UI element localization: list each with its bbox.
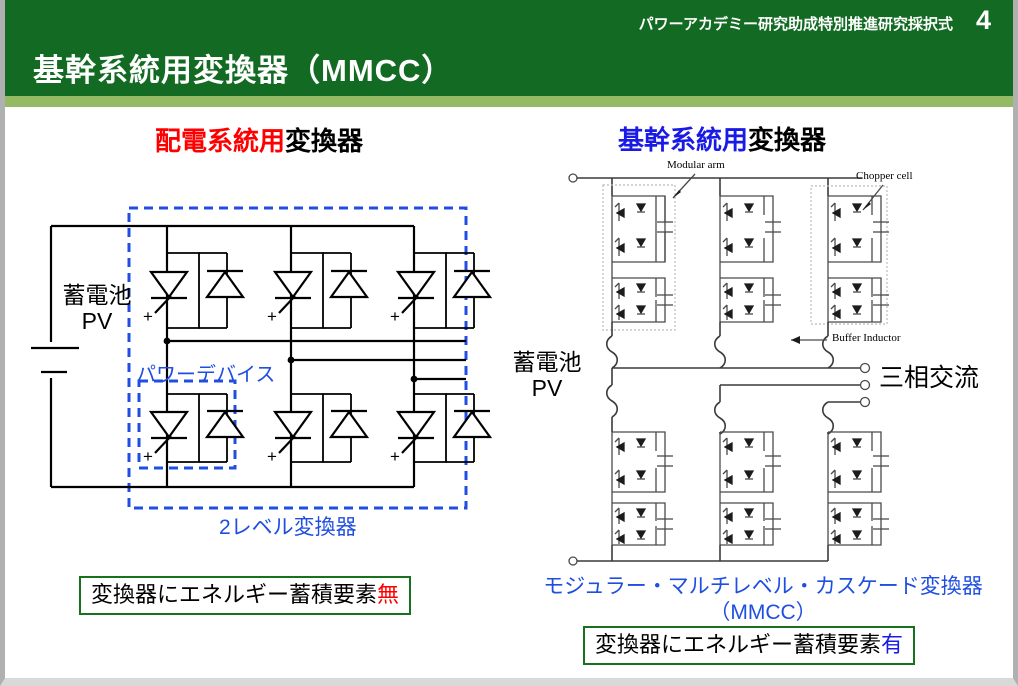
svg-text:+: + <box>390 307 400 326</box>
mmcc-dc-top-rail <box>568 173 862 196</box>
modular-arm-lower-a <box>611 431 673 546</box>
left-panel-heading: 配電系統用変換器 <box>155 121 363 158</box>
modular-arm-upper-b <box>719 195 781 336</box>
switch-cell-upper-phase-b: + <box>267 252 370 329</box>
chopper-cell <box>719 492 781 546</box>
svg-text:+: + <box>143 307 153 326</box>
left-source-label-line1: 蓄電池 <box>62 282 132 308</box>
switch-cell-lower-phase-a: + <box>143 393 246 466</box>
svg-text:+: + <box>267 447 277 466</box>
buffer-inductor-lower-a <box>605 384 619 432</box>
svg-text:+: + <box>267 307 277 326</box>
dc-rails <box>165 224 416 489</box>
header-band <box>5 0 1013 96</box>
page-number: 4 <box>975 5 991 35</box>
chopper-cell <box>719 431 781 493</box>
ac-output-taps <box>611 362 871 408</box>
left-heading-rest: 変換器 <box>285 126 364 156</box>
left-circuit-diagram: + + + <box>31 206 493 510</box>
switch-cell-upper-phase-c: + <box>390 252 493 329</box>
buffer-inductor-upper-b <box>713 335 727 369</box>
ac-output-lines <box>163 337 466 383</box>
svg-text:+: + <box>390 447 400 466</box>
chopper-cell <box>719 262 781 323</box>
chopper-cell-outline <box>810 185 888 325</box>
svg-text:+: + <box>143 447 153 466</box>
callout-leader-modular-arm <box>672 173 696 199</box>
dc-source-loop <box>31 224 167 489</box>
arm-outline-upper-a <box>602 184 676 331</box>
buffer-inductor-upper-a <box>605 335 619 369</box>
right-circuit-diagram <box>568 173 889 566</box>
mmcc-caption-line1: モジュラー・マルチレベル・カスケード変換器 <box>543 575 983 598</box>
left-source-label-line2: PV <box>81 307 113 334</box>
buffer-inductor-lower-b <box>713 401 727 435</box>
left-conclusion-text: 変換器にエネルギー蓄積要素 <box>91 582 378 607</box>
right-conclusion-text: 変換器にエネルギー蓄積要素 <box>595 632 882 657</box>
chopper-cell <box>611 492 673 546</box>
chopper-cell-label: Chopper cell <box>856 170 913 182</box>
three-phase-ac-label: 三相交流 <box>879 364 980 392</box>
mmcc-caption-line2: （MMCC） <box>709 601 817 624</box>
right-panel-heading: 基幹系統用変換器 <box>618 120 826 157</box>
modular-arm-lower-b <box>719 431 781 546</box>
left-heading-highlight: 配電系統用 <box>155 126 286 156</box>
left-conclusion-emphasis: 無 <box>377 582 400 607</box>
mmcc-dc-bottom-rail <box>568 545 829 566</box>
chopper-cell <box>611 195 673 263</box>
right-source-label-line2: PV <box>531 374 563 401</box>
power-device-annotation: パワーデバイス <box>136 364 276 386</box>
chopper-cell <box>611 431 673 493</box>
header-meta-text: パワーアカデミー研究助成特別推進研究採択式 <box>638 16 953 33</box>
right-conclusion-emphasis: 有 <box>881 632 904 657</box>
modular-arm-upper-a <box>602 184 676 336</box>
page-title: 基幹系統用変換器（MMCC） <box>33 53 454 88</box>
chopper-cell <box>827 195 889 263</box>
right-heading-highlight: 基幹系統用 <box>618 125 749 155</box>
callout-leader-chopper-cell <box>862 184 884 211</box>
chopper-cell <box>611 262 673 323</box>
right-source-label: 蓄電池 PV <box>502 349 592 402</box>
right-conclusion-box: 変換器にエネルギー蓄積要素有 <box>583 626 916 666</box>
buffer-inductor-lower-c <box>821 401 835 435</box>
switch-cell-upper-phase-a: + <box>143 252 246 329</box>
switch-cell-lower-phase-b: + <box>267 393 370 466</box>
left-conclusion-box: 変換器にエネルギー蓄積要素無 <box>79 576 412 616</box>
modular-arm-upper-c <box>810 185 889 336</box>
chopper-cell <box>827 262 889 323</box>
modular-arm-lower-c <box>827 431 889 546</box>
right-source-label-line1: 蓄電池 <box>512 349 582 375</box>
callout-leader-buffer-inductor <box>791 336 827 344</box>
switch-cell-lower-phase-c: + <box>390 393 493 466</box>
dashed-box-converter <box>127 206 468 510</box>
buffer-inductor-label: Buffer Inductor <box>832 332 901 344</box>
two-level-converter-annotation: 2レベル変換器 <box>219 516 357 539</box>
chopper-cell <box>827 431 889 493</box>
modular-arm-label: Modular arm <box>667 159 725 171</box>
chopper-cell <box>827 492 889 546</box>
chopper-cell <box>719 195 781 263</box>
left-source-label: 蓄電池 PV <box>52 282 142 335</box>
header-accent-stripe <box>5 96 1013 107</box>
right-heading-rest: 変換器 <box>748 125 827 155</box>
